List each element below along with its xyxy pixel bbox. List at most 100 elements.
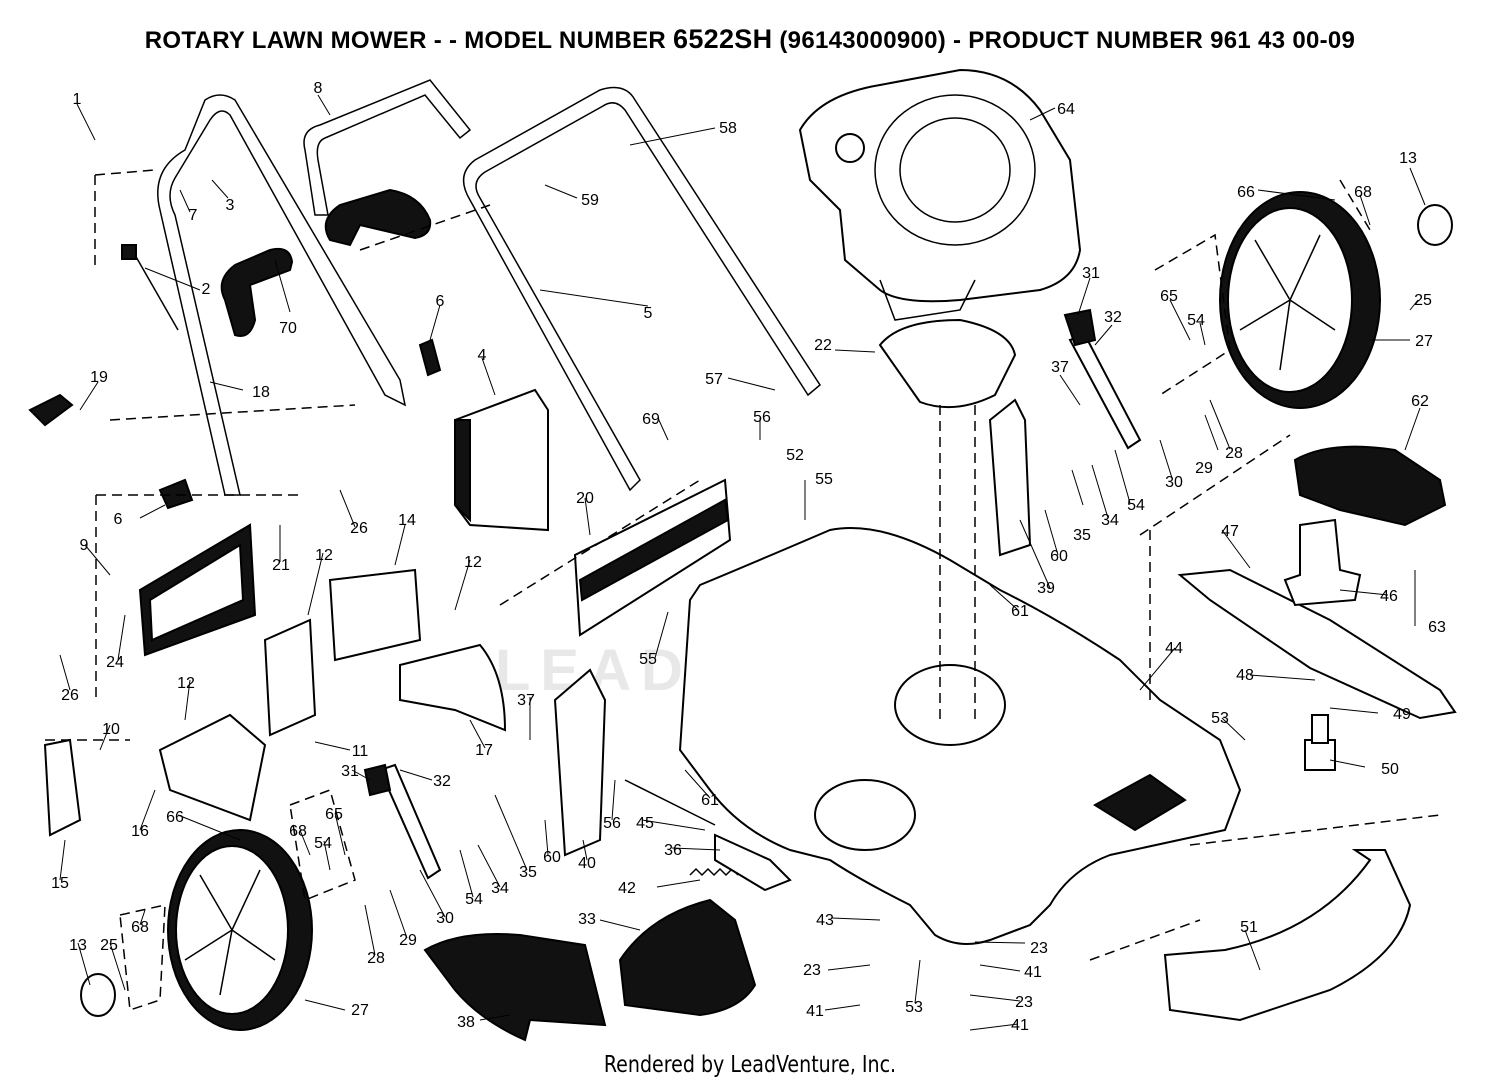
callout-label: 27	[351, 1002, 369, 1019]
callout-label: 39	[1037, 580, 1055, 597]
mulch-plug-part	[1293, 445, 1447, 527]
callout-label: 12	[464, 554, 482, 571]
callout-label: 25	[100, 937, 118, 954]
callout-label: 12	[177, 675, 195, 692]
callout-label: 23	[803, 962, 821, 979]
axle-bracket-39	[988, 398, 1032, 557]
callout-label: 57	[705, 371, 723, 388]
callout-label: 13	[1399, 150, 1417, 167]
callout-label: 12	[315, 547, 333, 564]
callout-label: 10	[102, 721, 120, 738]
lower-handle-part	[462, 86, 821, 492]
front-flap-33	[618, 898, 757, 1017]
callout-label: 31	[1082, 265, 1100, 282]
callout-label: 41	[1011, 1017, 1029, 1034]
callout-label: 33	[578, 911, 596, 928]
callout-label: 35	[1073, 527, 1091, 544]
control-bar-part	[303, 79, 472, 216]
callout-label: 44	[1165, 640, 1183, 657]
callout-label: 4	[478, 347, 487, 364]
title-suffix: (96143000900) - PRODUCT NUMBER 961 43 00…	[779, 27, 1356, 54]
callout-label: 46	[1380, 588, 1398, 605]
callout-label: 32	[1104, 309, 1122, 326]
mower-deck	[678, 527, 1242, 945]
centerline-dash	[939, 405, 976, 720]
callout-label: 56	[603, 815, 621, 832]
callout-label: 24	[106, 654, 124, 671]
callout-label: 59	[581, 192, 599, 209]
callout-label: 16	[131, 823, 149, 840]
rear-cover-part	[454, 388, 549, 532]
blade-bolt-part	[1304, 714, 1336, 771]
callout-labels: 1 8 58 64 13 66 68 7 3 59 2 70 5 6 22 31…	[51, 80, 1446, 1034]
callout-label: 41	[1024, 964, 1042, 981]
callout-label: 66	[166, 809, 184, 826]
callout-label: 55	[639, 651, 657, 668]
callout-label: 5	[644, 305, 653, 322]
callout-label: 37	[1051, 359, 1069, 376]
callout-label: 60	[1050, 548, 1068, 565]
callout-label: 29	[399, 932, 417, 949]
callout-label: 64	[1057, 101, 1075, 118]
cable-rod	[121, 244, 179, 331]
callout-label: 6	[436, 293, 445, 310]
callout-label: 30	[1165, 474, 1183, 491]
callout-label: 21	[272, 557, 290, 574]
callout-label: 58	[719, 120, 737, 137]
callout-label: 26	[61, 687, 79, 704]
callout-label: 68	[289, 823, 307, 840]
callout-label: 68	[1354, 184, 1372, 201]
callout-label: 34	[491, 880, 509, 897]
wheel-rear-right	[1219, 191, 1381, 409]
handle-knobs	[28, 338, 442, 510]
blade-adapter-part	[1283, 518, 1362, 607]
callout-label: 23	[1030, 940, 1048, 957]
callout-label: 70	[279, 320, 297, 337]
callout-label: 8	[314, 80, 323, 97]
callout-label: 29	[1195, 460, 1213, 477]
callout-label: 53	[1211, 710, 1229, 727]
callout-label: 50	[1381, 761, 1399, 778]
rear-flap-part	[573, 478, 732, 637]
callout-label: 37	[517, 692, 535, 709]
callout-label: 61	[701, 792, 719, 809]
callout-label: 63	[1428, 619, 1446, 636]
callout-label: 56	[753, 409, 771, 426]
callout-label: 18	[252, 384, 270, 401]
callout-label: 42	[618, 880, 636, 897]
callout-label: 28	[1225, 445, 1243, 462]
footer-credit: Rendered by LeadVenture, Inc.	[603, 1052, 897, 1078]
axle-bracket-16	[158, 713, 267, 822]
callout-label: 35	[519, 864, 537, 881]
callout-label: 13	[69, 937, 87, 954]
handle-grips	[220, 188, 432, 337]
callout-label: 66	[1237, 184, 1255, 201]
callout-label: 25	[1414, 292, 1432, 309]
callout-label: 68	[131, 919, 149, 936]
diagram-title: ROTARY LAWN MOWER - - MODEL NUMBER 6522S…	[0, 24, 1500, 55]
callout-label: 17	[475, 742, 493, 759]
callout-label: 51	[1240, 919, 1258, 936]
model-number: 6522SH	[673, 24, 773, 54]
callout-label: 61	[1011, 603, 1029, 620]
callout-label: 20	[576, 490, 594, 507]
callout-label: 38	[457, 1014, 475, 1031]
callout-label: 30	[436, 910, 454, 927]
callout-label: 19	[90, 369, 108, 386]
callout-label: 36	[664, 842, 682, 859]
callout-label: 34	[1101, 512, 1119, 529]
callout-label: 11	[352, 743, 369, 760]
axle-bracket-40	[553, 668, 607, 857]
leader-lines	[59, 94, 1426, 1031]
callout-label: 45	[636, 815, 654, 832]
engine-gasket-ring	[878, 318, 1017, 409]
callout-label: 27	[1415, 333, 1433, 350]
callout-label: 54	[465, 891, 483, 908]
front-flap-38	[423, 933, 607, 1042]
height-lever-rear	[363, 763, 442, 880]
callout-label: 49	[1393, 706, 1411, 723]
upper-handle-part	[157, 94, 407, 496]
wheel-front-left	[167, 829, 313, 1031]
callout-label: 54	[314, 835, 332, 852]
